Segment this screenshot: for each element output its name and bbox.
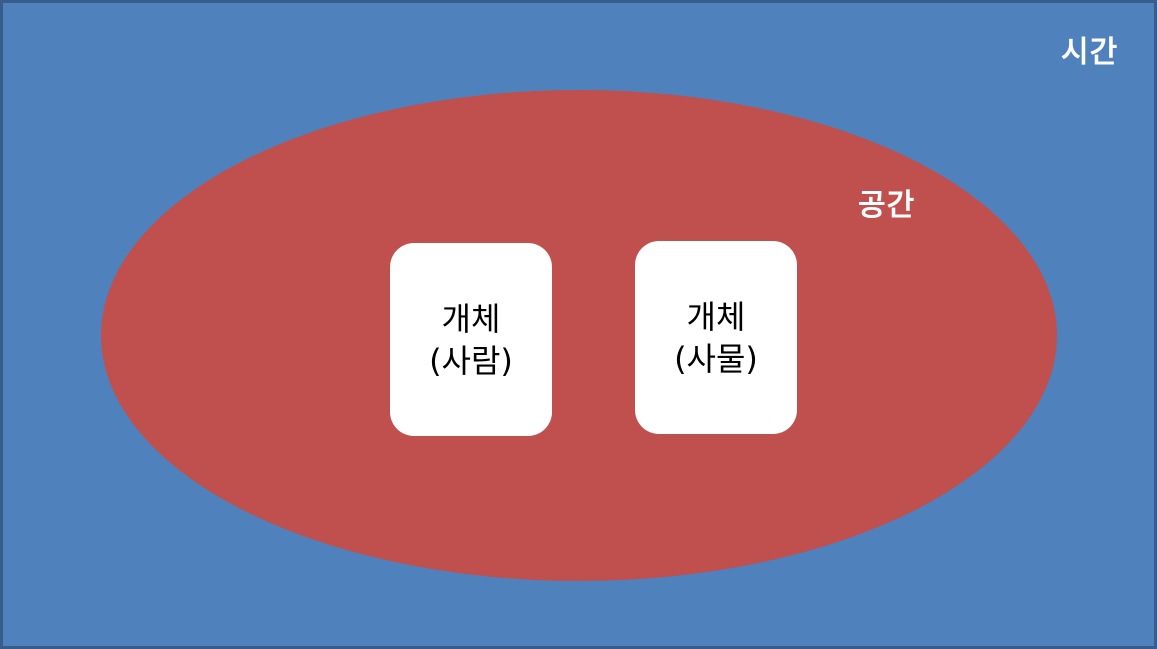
entity-thing-subtitle: (사물) bbox=[674, 339, 758, 378]
entity-person-title: 개체 bbox=[441, 299, 501, 338]
entity-person-subtitle: (사람) bbox=[429, 341, 513, 380]
time-label: 시간 bbox=[1061, 35, 1119, 70]
space-label: 공간 bbox=[858, 188, 916, 223]
entity-thing-box: 개체 (사물) bbox=[635, 241, 797, 434]
entity-thing-title: 개체 bbox=[686, 297, 746, 336]
entity-person-box: 개체 (사람) bbox=[390, 243, 552, 436]
space-region bbox=[101, 90, 1057, 581]
